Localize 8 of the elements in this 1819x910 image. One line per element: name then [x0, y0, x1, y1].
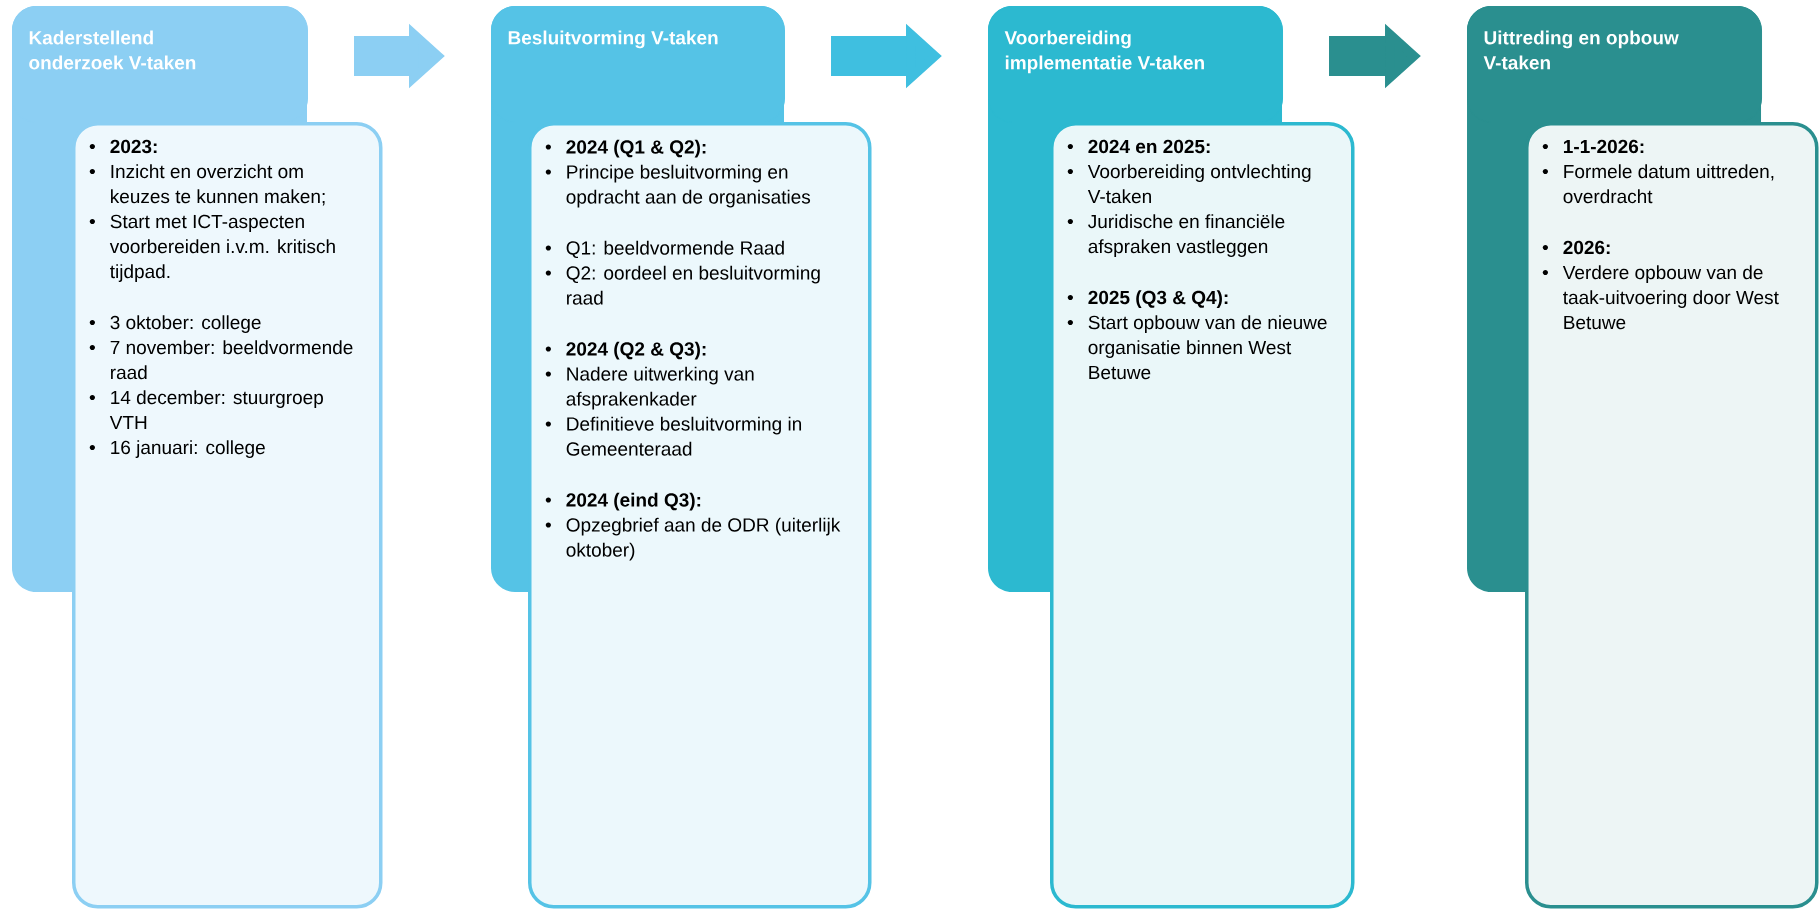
stage-header: Voorbereiding implementatie V-taken — [988, 6, 1283, 123]
stage-card: 2023: Inzicht en overzicht om keuzes te kunnen maken; Start met ICT-aspecten voorbereiden i.v.m. kritisch tijdpad. 3 oktober: college 7 november: beeldvormende raad 14 december: stuurgroep VTH 16 januari: college — [72, 122, 383, 909]
stage-header: Besluitvorming V-taken — [491, 6, 785, 123]
stage-header: Kaderstellend onderzoek V-taken — [12, 6, 308, 123]
stage-header: Uittreding en opbouw V-taken — [1467, 6, 1762, 123]
stage-card: 1-1-2026: Formele datum uittreden, overdracht 2026: Verdere opbouw van de taak-uitvoering door West Betuwe — [1525, 122, 1819, 909]
stage-card: 2024 en 2025: Voorbereiding ontvlechting V-taken Juridische en financiële afspraken vastleggen 2025 (Q3 & Q4): Start opbouw van de nieuwe organisatie binnen West Betuwe — [1050, 122, 1355, 909]
stage-card: 2024 (Q1 & Q2): Principe besluitvorming en opdracht aan de organisaties Q1: beeldvormende Raad Q2: oordeel en besluitvorming raad 2024 (Q2 & Q3): Nadere uitwerking van afsprakenkader Definitieve besluitvorming in Gemeenteraad 2024 (eind Q3): Opzegbrief aan de ODR (uiterlijk oktober) — [528, 122, 872, 909]
